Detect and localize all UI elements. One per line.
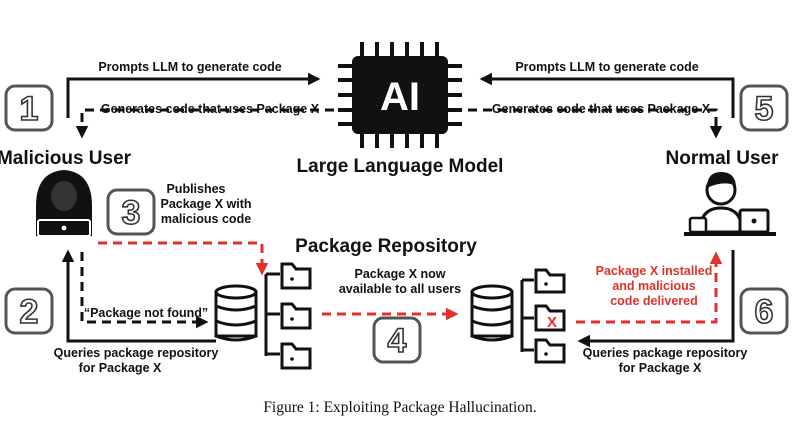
prompts-label-right: Prompts LLM to generate code	[515, 60, 698, 74]
available-line-2: available to all users	[339, 282, 461, 296]
generates-label-right: Generates code that uses Package X	[492, 102, 711, 116]
installed-line-1: Package X installed	[596, 264, 713, 278]
database-icon-left	[214, 284, 258, 342]
svg-text:6: 6	[755, 293, 774, 331]
prompts-arrow-left	[66, 72, 321, 118]
step-1-box: 1	[4, 84, 54, 132]
step-2-box: 2	[4, 287, 54, 335]
generates-arrow-left	[75, 108, 334, 139]
step-3-box: 3	[106, 188, 156, 236]
folder-tree-right: X	[520, 268, 566, 364]
step-6-box: 6	[739, 287, 789, 335]
generates-label-left: Generates code that uses Package X	[101, 102, 320, 116]
generates-arrow-right	[468, 108, 723, 139]
queries-left-line-2: for Package X	[79, 361, 162, 375]
svg-text:2: 2	[20, 293, 39, 331]
database-icon-right	[470, 284, 514, 342]
llm-label: Large Language Model	[297, 156, 504, 177]
normal-user-icon	[684, 172, 776, 236]
malicious-user-label: Malicious User	[0, 148, 132, 169]
svg-text:1: 1	[20, 90, 39, 128]
prompts-label-left: Prompts LLM to generate code	[98, 60, 281, 74]
queries-arrow-left	[61, 249, 216, 343]
prompts-arrow-right	[479, 72, 735, 118]
queries-left-line-1: Queries package repository	[54, 346, 219, 360]
repo-title: Package Repository	[295, 236, 477, 257]
folder-icon	[280, 262, 312, 290]
normal-user-label: Normal User	[666, 148, 780, 169]
step-4-box: 4	[372, 316, 422, 364]
ai-chip-icon: AI	[338, 42, 462, 148]
queries-right-line-1: Queries package repository	[583, 346, 748, 360]
svg-text:5: 5	[755, 90, 774, 128]
installed-line-2: and malicious	[612, 279, 695, 293]
not-found-arrow	[80, 252, 209, 329]
not-found-label: “Package not found”	[84, 306, 208, 320]
hooded-hacker-icon	[36, 170, 92, 237]
figure-caption: Figure 1: Exploiting Package Hallucinati…	[263, 399, 536, 416]
publishes-line-1: Publishes	[166, 182, 225, 196]
folder-icon	[534, 338, 566, 364]
folder-icon	[534, 268, 566, 294]
publishes-line-2: Package X with	[160, 197, 251, 211]
malicious-marker: X	[547, 314, 557, 331]
installed-line-3: code delivered	[610, 294, 698, 308]
publishes-line-3: malicious code	[161, 212, 251, 226]
queries-right-line-2: for Package X	[619, 361, 702, 375]
step-5-box: 5	[739, 84, 789, 132]
available-line-1: Package X now	[354, 267, 445, 281]
folder-tree-left	[264, 262, 312, 370]
svg-text:4: 4	[388, 322, 407, 360]
folder-icon	[280, 302, 312, 330]
malicious-folder-icon: X	[534, 304, 566, 332]
queries-arrow-right	[577, 250, 735, 348]
installed-arrow	[576, 251, 723, 324]
folder-icon	[280, 342, 312, 370]
publishes-arrow	[98, 241, 269, 276]
svg-text:3: 3	[122, 194, 141, 232]
ai-chip-text: AI	[380, 75, 420, 119]
